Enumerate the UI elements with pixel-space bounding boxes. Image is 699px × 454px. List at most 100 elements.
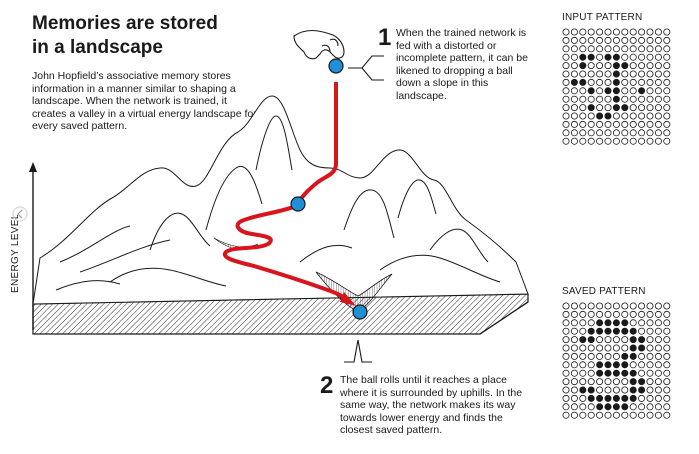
pattern-dot-filled	[612, 62, 620, 70]
pattern-dot-filled	[629, 344, 637, 352]
pattern-dot-empty	[579, 112, 587, 120]
pattern-dot-empty	[629, 70, 637, 78]
pattern-dot-empty	[621, 36, 629, 44]
pattern-dot-empty	[654, 327, 662, 335]
pattern-dot-empty	[638, 70, 646, 78]
pattern-dot-empty	[654, 302, 662, 310]
pattern-dot-empty	[604, 36, 612, 44]
pattern-dot-empty	[654, 87, 662, 95]
pattern-dot-empty	[663, 344, 671, 352]
pattern-dot-filled	[629, 386, 637, 394]
pattern-dot-empty	[663, 112, 671, 120]
pattern-dot-filled	[629, 352, 637, 360]
pattern-dot-empty	[638, 403, 646, 411]
pattern-dot-empty	[570, 95, 578, 103]
pattern-dot-empty	[638, 28, 646, 36]
pattern-dot-filled	[612, 403, 620, 411]
pattern-dot-empty	[612, 36, 620, 44]
pattern-dot-empty	[587, 129, 595, 137]
pattern-dot-empty	[638, 112, 646, 120]
pattern-dot-empty	[663, 87, 671, 95]
pattern-dot-empty	[621, 336, 629, 344]
pattern-dot-empty	[587, 28, 595, 36]
pattern-dot-filled	[612, 394, 620, 402]
pattern-dot-empty	[562, 403, 570, 411]
pattern-dot-filled	[604, 403, 612, 411]
pattern-dot-empty	[562, 129, 570, 137]
pattern-dot-empty	[621, 28, 629, 36]
pattern-dot-empty	[596, 411, 604, 419]
pattern-dot-empty	[638, 352, 646, 360]
pattern-dot-empty	[562, 87, 570, 95]
pattern-dot-empty	[612, 28, 620, 36]
pattern-dot-empty	[654, 352, 662, 360]
pattern-dot-empty	[612, 352, 620, 360]
pattern-dot-empty	[570, 62, 578, 70]
pattern-dot-filled	[612, 87, 620, 95]
pattern-dot-empty	[612, 112, 620, 120]
pattern-dot-filled	[604, 53, 612, 61]
pattern-dot-empty	[579, 310, 587, 318]
pattern-dot-empty	[570, 319, 578, 327]
pattern-dot-empty	[570, 403, 578, 411]
pattern-dot-empty	[638, 394, 646, 402]
pattern-dot-empty	[604, 104, 612, 112]
pattern-dot-empty	[663, 361, 671, 369]
pattern-dot-filled	[638, 386, 646, 394]
pattern-dot-filled	[621, 352, 629, 360]
pattern-dot-empty	[579, 369, 587, 377]
pattern-dot-empty	[621, 70, 629, 78]
pattern-dot-empty	[629, 319, 637, 327]
pattern-dot-empty	[638, 361, 646, 369]
pattern-dot-empty	[663, 137, 671, 145]
pattern-dot-empty	[604, 344, 612, 352]
pattern-dot-empty	[587, 62, 595, 70]
pattern-dot-empty	[663, 95, 671, 103]
pattern-dot-empty	[663, 104, 671, 112]
pattern-dot-empty	[629, 129, 637, 137]
pattern-dot-empty	[570, 361, 578, 369]
pattern-dot-empty	[654, 137, 662, 145]
pattern-dot-empty	[654, 378, 662, 386]
pattern-dot-empty	[570, 53, 578, 61]
pattern-dot-empty	[587, 310, 595, 318]
pattern-dot-empty	[654, 386, 662, 394]
pattern-dot-empty	[629, 45, 637, 53]
pattern-dot-empty	[646, 369, 654, 377]
pattern-dot-filled	[629, 327, 637, 335]
pattern-dot-empty	[570, 45, 578, 53]
pattern-dot-empty	[638, 62, 646, 70]
pattern-dot-empty	[570, 386, 578, 394]
pattern-dot-empty	[562, 310, 570, 318]
pattern-dot-empty	[646, 378, 654, 386]
pattern-dot-empty	[646, 411, 654, 419]
pattern-dot-filled	[612, 319, 620, 327]
pattern-dot-filled	[629, 369, 637, 377]
pattern-dot-empty	[579, 36, 587, 44]
pattern-dot-empty	[663, 70, 671, 78]
pattern-dot-empty	[596, 344, 604, 352]
pattern-dot-empty	[654, 394, 662, 402]
pattern-dot-empty	[654, 310, 662, 318]
pattern-dot-empty	[579, 129, 587, 137]
pattern-dot-filled	[612, 53, 620, 61]
pattern-dot-empty	[562, 112, 570, 120]
pattern-dot-empty	[596, 302, 604, 310]
pattern-dot-empty	[629, 403, 637, 411]
pattern-dot-empty	[629, 104, 637, 112]
pattern-dot-empty	[638, 137, 646, 145]
pattern-dot-empty	[654, 336, 662, 344]
pattern-dot-empty	[570, 87, 578, 95]
pattern-dot-empty	[621, 87, 629, 95]
pattern-dot-empty	[570, 36, 578, 44]
pattern-dot-empty	[646, 302, 654, 310]
intro-text: John Hopfield’s associative memory store…	[32, 70, 257, 133]
pattern-dot-empty	[596, 129, 604, 137]
pattern-dot-empty	[638, 78, 646, 86]
pattern-dot-empty	[663, 45, 671, 53]
pattern-dot-filled	[604, 87, 612, 95]
pattern-dot-empty	[646, 120, 654, 128]
pattern-dot-empty	[587, 369, 595, 377]
pattern-dot-filled	[604, 112, 612, 120]
pattern-dot-filled	[621, 361, 629, 369]
